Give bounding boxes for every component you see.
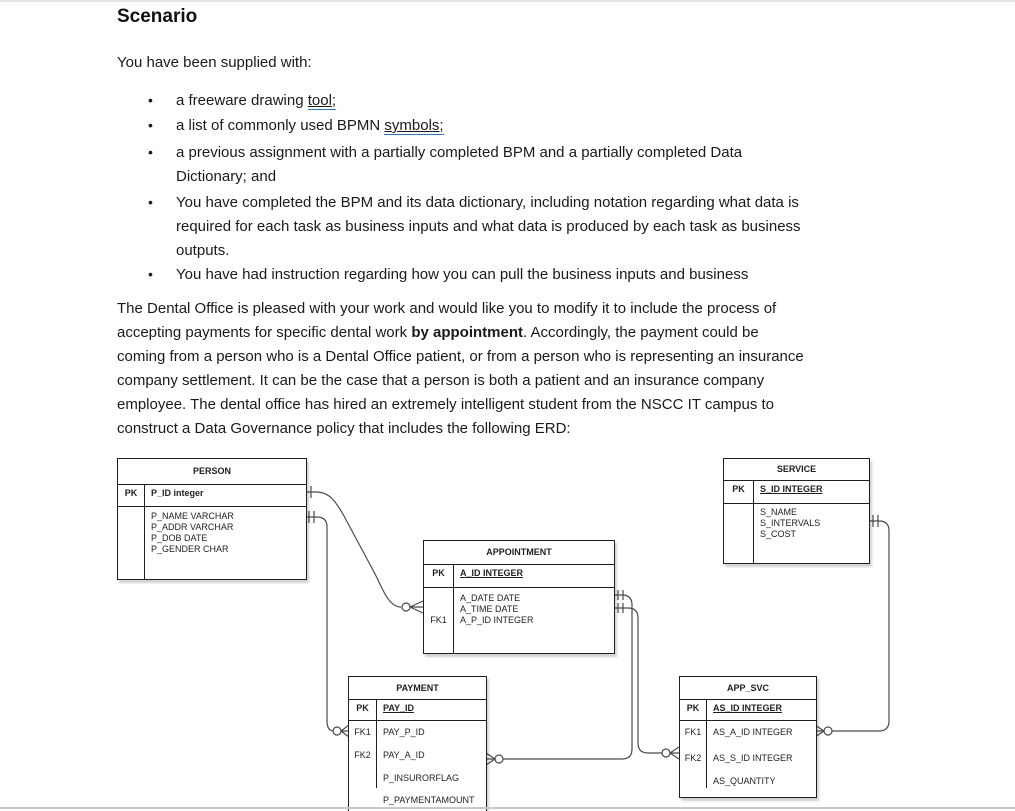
attribute: P_INSURORFLAG: [383, 773, 460, 783]
bullet-icon: •: [148, 144, 153, 160]
divider: [144, 484, 145, 579]
attribute: S_COST: [760, 529, 797, 539]
paragraph-line: company settlement. It can be the case t…: [117, 372, 765, 389]
bullet-text: Dictionary; and: [176, 168, 277, 185]
paragraph-text: accepting payments for specific dental w…: [117, 324, 412, 341]
pk-attribute: PAY_ID: [383, 703, 415, 713]
pk-attribute: AS_ID INTEGER: [713, 703, 783, 713]
page-bottom-edge: [0, 807, 1015, 809]
divider: [424, 587, 614, 588]
paragraph-text: . Accordingly, the payment could be: [522, 324, 759, 341]
entity-appointment: APPOINTMENT PK A_ID INTEGER A_DATE DATE …: [423, 540, 615, 654]
divider: [453, 564, 454, 653]
attribute: A_DATE DATE: [460, 593, 521, 603]
pk-label: PK: [732, 484, 745, 494]
pk-label: PK: [686, 703, 700, 713]
bullet-text: You have completed the BPM and its data …: [176, 194, 799, 211]
attribute: S_NAME: [760, 507, 798, 517]
entity-title: PERSON: [192, 466, 231, 476]
attribute: P_GENDER CHAR: [151, 544, 229, 554]
pk-attribute: S_ID INTEGER: [760, 484, 823, 494]
attribute: A_TIME DATE: [460, 604, 519, 614]
divider: [724, 503, 869, 504]
divider: [424, 564, 614, 565]
attribute: AS_A_ID INTEGER: [713, 727, 793, 737]
pk-label: PK: [356, 703, 369, 713]
pk-attribute: P_ID integer: [151, 488, 204, 498]
entity-app-svc: APP_SVC PK AS_ID INTEGER FK1 AS_A_ID INT…: [679, 676, 817, 798]
fk-label: FK2: [354, 750, 371, 760]
bullet-text: outputs.: [176, 242, 230, 259]
fk-label: FK1: [354, 727, 371, 737]
page-title: Scenario: [117, 6, 198, 27]
divider: [118, 484, 306, 485]
relationship-person-appointment: [305, 486, 424, 614]
attribute: A_P_ID INTEGER: [460, 615, 534, 625]
fk-label: FK2: [684, 753, 702, 763]
hyperlink-tool[interactable]: tool;: [307, 92, 337, 110]
page-top-edge: [0, 0, 1015, 2]
divider: [680, 720, 816, 721]
relationship-appointment-appsvc: [613, 603, 680, 760]
entity-title: APP_SVC: [726, 683, 770, 693]
attribute: AS_QUANTITY: [713, 776, 776, 786]
bullet-text: You have had instruction regarding how y…: [176, 266, 749, 283]
paragraph-line: The Dental Office is pleased with your w…: [117, 300, 777, 317]
divider: [724, 480, 869, 481]
intro-line: You have been supplied with:: [117, 54, 312, 71]
divider: [376, 699, 377, 788]
pk-attribute: A_ID INTEGER: [460, 568, 524, 578]
bullet-icon: •: [148, 92, 153, 108]
divider: [753, 480, 754, 563]
bullet-text: required for each task as business input…: [176, 218, 801, 235]
bullet-icon: •: [148, 266, 153, 282]
paragraph-line: construct a Data Governance policy that …: [117, 420, 571, 437]
attribute: P_DOB DATE: [151, 533, 208, 543]
divider: [349, 720, 486, 721]
attribute: S_INTERVALS: [760, 518, 821, 528]
entity-title: SERVICE: [776, 464, 817, 474]
paragraph-line: employee. The dental office has hired an…: [117, 396, 775, 413]
bullet-text: a previous assignment with a partially c…: [176, 144, 743, 161]
entity-title: APPOINTMENT: [486, 547, 552, 557]
relationship-person-payment: [305, 511, 350, 738]
divider: [118, 506, 306, 507]
bullet-icon: •: [148, 117, 153, 133]
bullet-item: a list of commonly used BPMN symbols;: [176, 116, 444, 136]
entity-service: SERVICE PK S_ID INTEGER S_NAME S_INTERVA…: [723, 458, 870, 564]
divider: [706, 699, 707, 788]
bullet-item: a freeware drawing tool;: [176, 91, 337, 111]
hyperlink-symbols[interactable]: symbols;: [384, 117, 444, 135]
paragraph-bold-text: by appointment: [411, 324, 523, 341]
bullet-icon: •: [148, 194, 153, 210]
bullet-text: a freeware drawing: [176, 92, 308, 109]
pk-label: PK: [124, 488, 138, 498]
attribute: P_ADDR VARCHAR: [151, 522, 234, 532]
divider: [680, 699, 816, 700]
pk-label: PK: [432, 568, 445, 578]
attribute: PAY_P_ID: [383, 727, 425, 737]
bullet-text: a list of commonly used BPMN: [176, 117, 385, 134]
entity-person: PERSON PK P_ID integer P_NAME VARCHAR P_…: [117, 458, 307, 580]
paragraph-line: accepting payments for specific dental w…: [117, 323, 759, 343]
divider: [349, 699, 486, 700]
fk-label: FK1: [430, 615, 447, 625]
attribute: P_PAYMENTAMOUNT: [383, 795, 475, 805]
entity-payment: PAYMENT PK PAY_ID FK1 PAY_P_ID FK2 PAY_A…: [348, 676, 487, 811]
fk-label: FK1: [684, 727, 702, 737]
entity-title: PAYMENT: [396, 683, 439, 693]
attribute: P_NAME VARCHAR: [151, 511, 234, 521]
attribute: AS_S_ID INTEGER: [713, 753, 793, 763]
paragraph-line: coming from a person who is a Dental Off…: [117, 348, 804, 365]
attribute: PAY_A_ID: [383, 750, 425, 760]
